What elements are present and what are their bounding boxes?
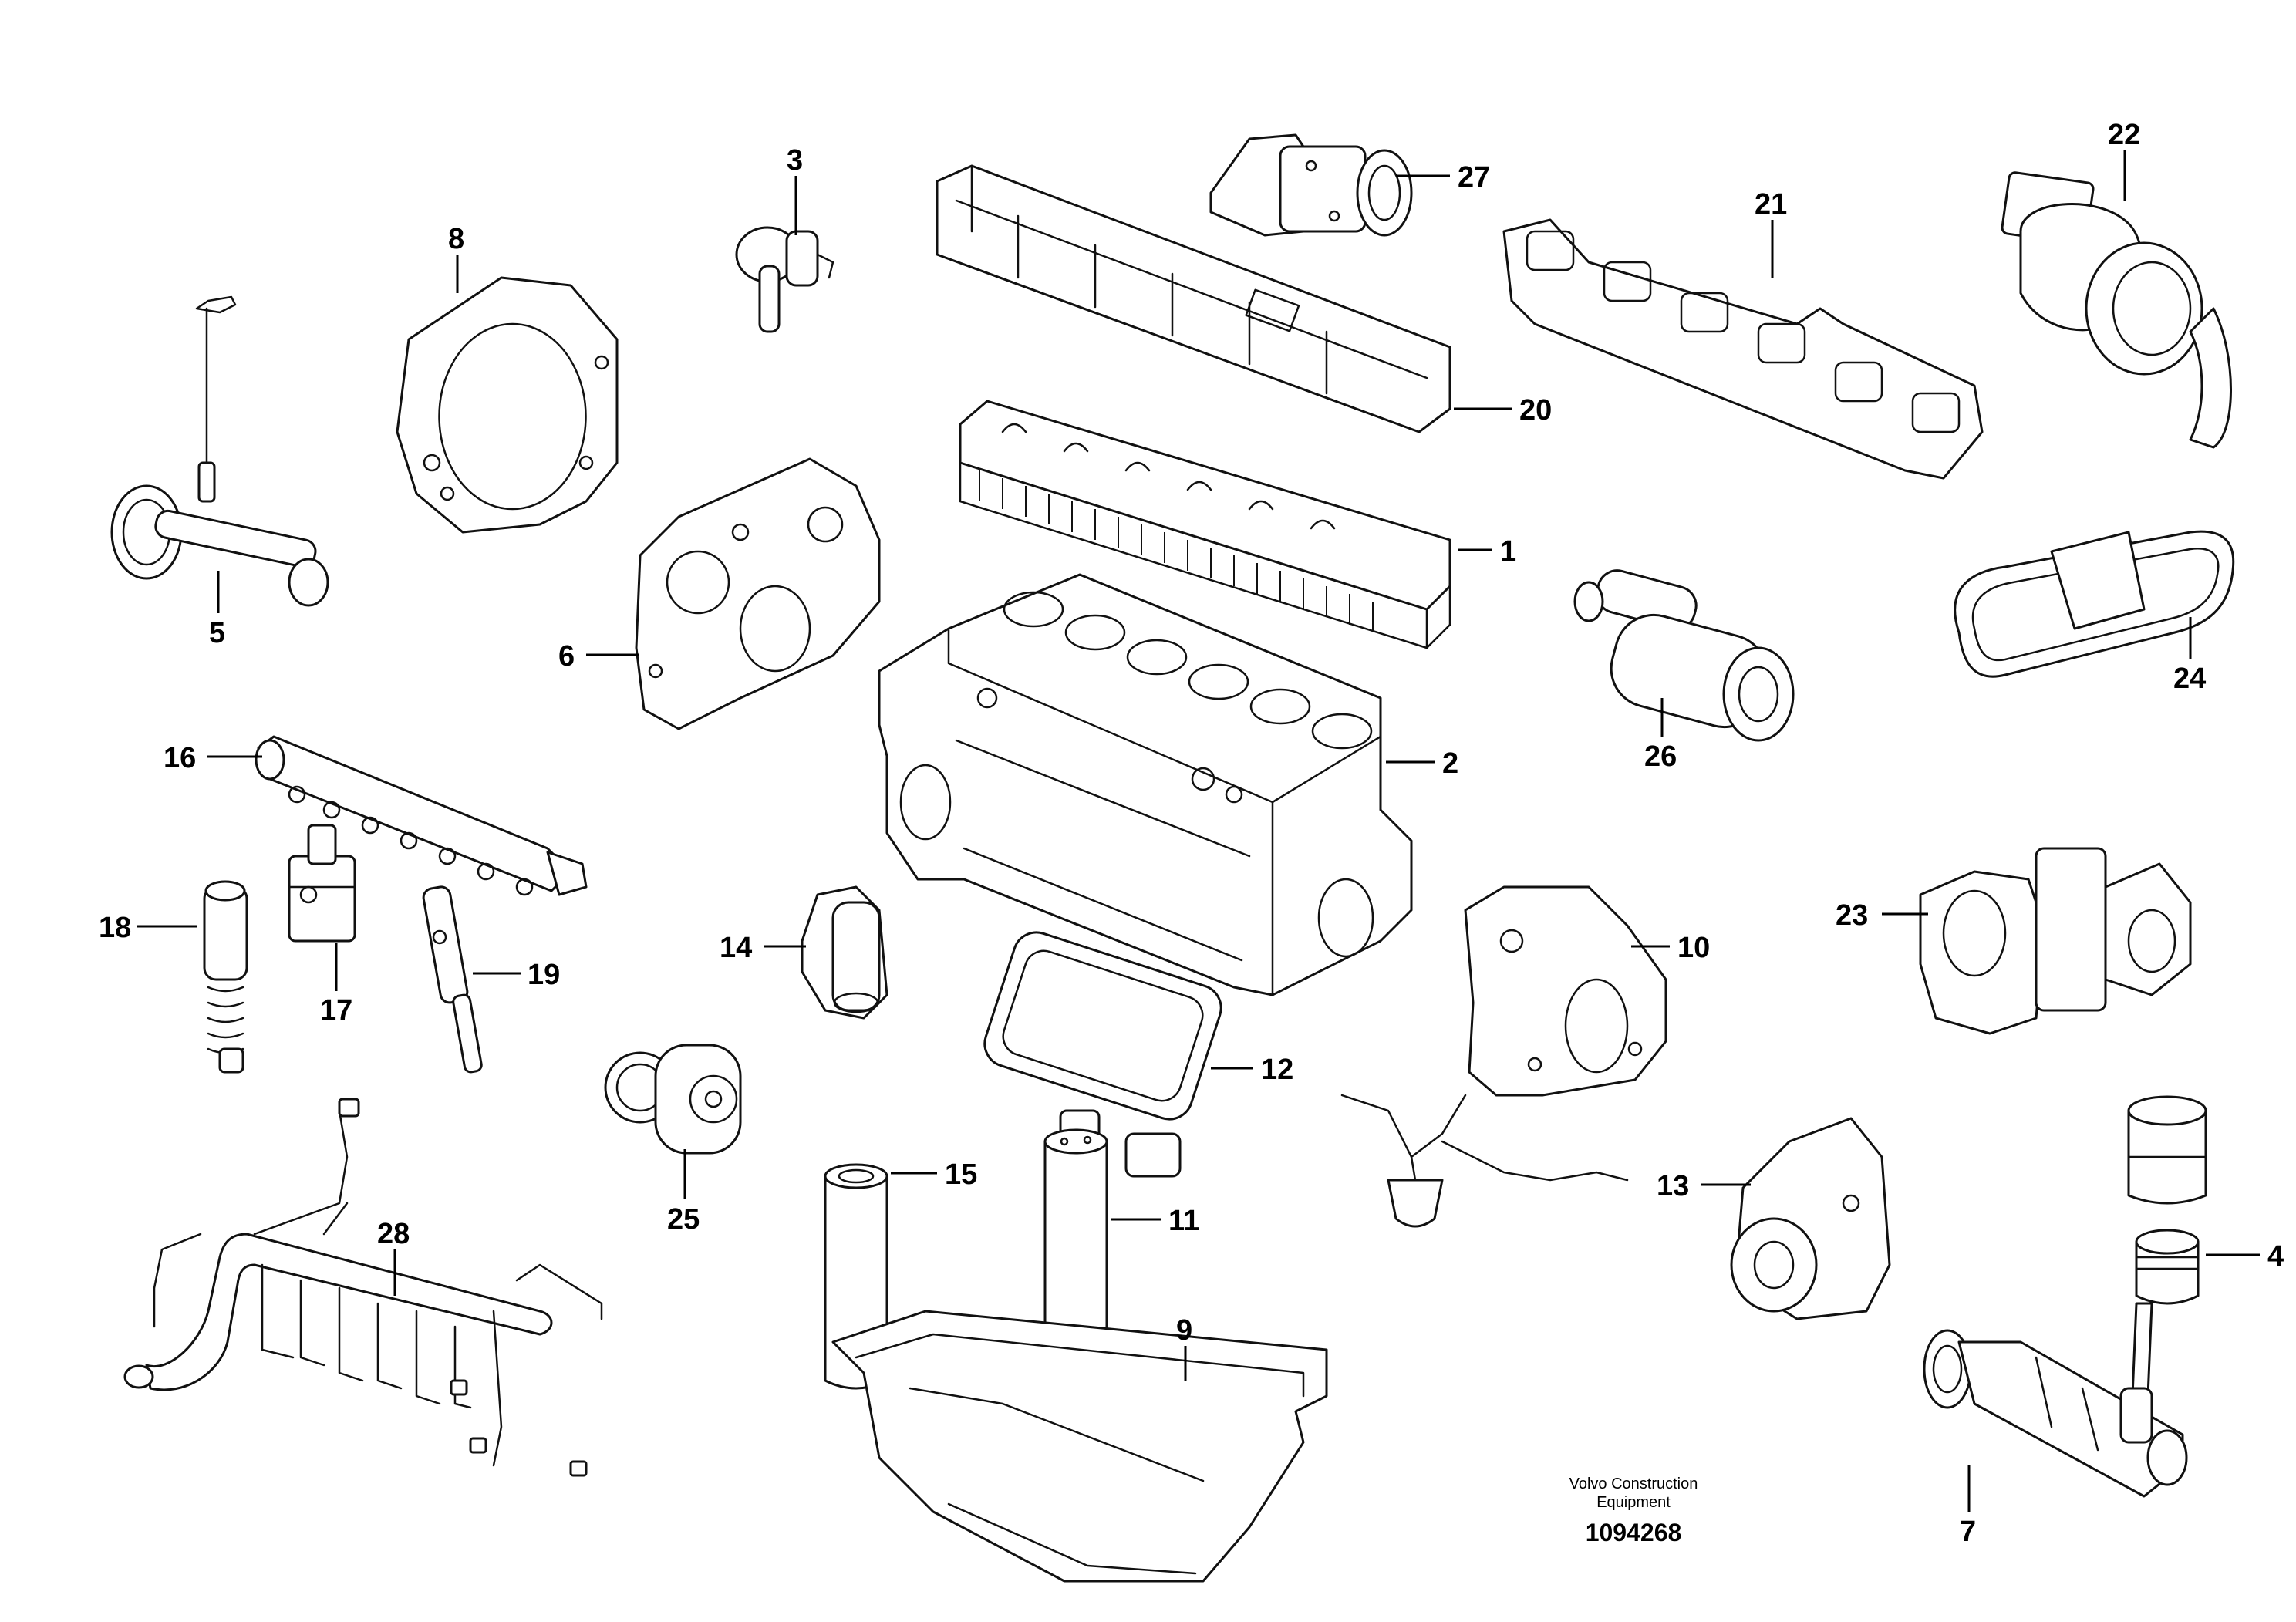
- part-20-valve-cover: [936, 164, 1451, 433]
- callout-2: 2: [1442, 747, 1458, 780]
- callout-28: 28: [377, 1218, 410, 1250]
- callout-11: 11: [1168, 1205, 1199, 1237]
- part-8-flywheel-housing: [396, 276, 619, 534]
- callout-7: 7: [1960, 1516, 1976, 1548]
- part-16-fuel-rail: [255, 735, 588, 896]
- callout-17: 17: [320, 994, 352, 1027]
- oil-suction-tube: [1340, 1094, 1629, 1228]
- callout-25: 25: [667, 1203, 700, 1236]
- part-7-crankshaft: [1923, 1302, 2188, 1498]
- part-23-water-housing: [1919, 847, 2192, 1035]
- callout-16: 16: [164, 742, 196, 774]
- callout-12: 12: [1261, 1054, 1293, 1086]
- part-2-engine-block: [878, 573, 1413, 996]
- part-27-housing: [1209, 133, 1413, 237]
- part-4-liner-piston: [2127, 1095, 2207, 1305]
- callout-14: 14: [720, 932, 752, 964]
- part-9-oil-sump: [831, 1310, 1328, 1583]
- part-26-starter-motor: [1573, 569, 1795, 742]
- callout-4: 4: [2267, 1240, 2284, 1273]
- part-12-oil-cooler: [983, 931, 1222, 1178]
- part-11-fuel-filter: [1043, 1128, 1108, 1344]
- callout-23: 23: [1836, 899, 1868, 932]
- callout-22: 22: [2108, 119, 2140, 151]
- credit-line-2: Equipment: [1596, 1494, 1671, 1511]
- callout-9: 9: [1176, 1314, 1192, 1347]
- callout-5: 5: [209, 617, 225, 649]
- part-28-wiring-harness: [123, 1098, 603, 1477]
- callout-3: 3: [787, 144, 803, 177]
- callout-27: 27: [1458, 161, 1490, 194]
- part-3-sensor: [735, 226, 834, 333]
- part-5-camshaft: [110, 295, 329, 607]
- callout-1: 1: [1500, 535, 1516, 568]
- callout-21: 21: [1755, 188, 1787, 221]
- callout-26: 26: [1644, 740, 1677, 773]
- part-6-timing-cover: [635, 457, 881, 730]
- credit-line-1: Volvo Construction: [1569, 1475, 1698, 1492]
- callout-18: 18: [99, 912, 131, 944]
- callout-13: 13: [1657, 1170, 1689, 1202]
- callout-15: 15: [945, 1158, 977, 1191]
- part-19-injector: [422, 885, 483, 1074]
- part-1-cylinder-head: [959, 400, 1451, 649]
- part-24-drive-belt: [1954, 530, 2235, 678]
- callout-19: 19: [528, 959, 560, 991]
- callout-8: 8: [448, 223, 464, 255]
- document-number: 1094268: [1586, 1519, 1682, 1546]
- part-21-exhaust-manifold: [1502, 218, 1984, 480]
- callout-6: 6: [558, 640, 575, 673]
- part-17-pressure-valve: [288, 824, 356, 943]
- part-18-injector: [203, 880, 248, 1074]
- part-22-turbocharger: [2001, 171, 2232, 449]
- part-25-pump: [604, 1044, 742, 1155]
- leader-lines: [137, 150, 2260, 1512]
- publisher-credit: Volvo Construction Equipment 1094268: [1569, 1475, 1698, 1546]
- callout-24: 24: [2173, 663, 2206, 695]
- part-10-oil-pump: [1464, 885, 1667, 1097]
- callouts: 1 2 3 4 5 6 7 8 9 10 11 12 13 14 15 16 1…: [99, 119, 2284, 1548]
- part-13-bracket: [1730, 1117, 1891, 1320]
- part-14-filter-bracket: [801, 885, 888, 1020]
- callout-20: 20: [1519, 394, 1552, 427]
- callout-10: 10: [1677, 932, 1710, 964]
